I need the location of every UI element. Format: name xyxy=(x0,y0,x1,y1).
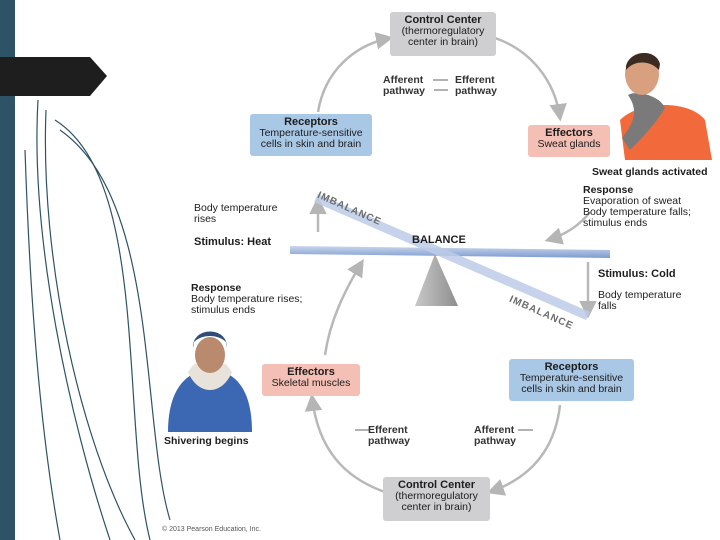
body-temp-falls-label: Body temperature falls xyxy=(598,290,681,312)
receptors-sub: Temperature-sensitive xyxy=(519,372,624,384)
effectors-box-bottom: Effectors Skeletal muscles xyxy=(262,364,360,396)
stimulus-heat-label: Stimulus: Heat xyxy=(194,236,272,248)
response-top: Response Evaporation of sweat Body tempe… xyxy=(583,185,691,229)
control-center-box-top: Control Center (thermoregulatory center … xyxy=(390,12,496,56)
receptors-sub: cells in skin and brain xyxy=(521,383,622,395)
body-temp-line: Body temperature xyxy=(598,289,682,301)
pathway-label: pathway xyxy=(383,85,426,97)
control-center-box-bottom: Control Center (thermoregulatory center … xyxy=(383,477,490,521)
response-line: Body temperature rises; xyxy=(191,293,303,305)
control-center-title: Control Center xyxy=(404,14,482,26)
cycle-arrows xyxy=(304,32,597,496)
response-line: Body temperature falls; xyxy=(583,206,691,218)
balance-label: BALANCE xyxy=(412,234,466,246)
response-title: Response xyxy=(191,282,242,294)
efferent-pathway-bottom: Efferent pathway xyxy=(368,425,410,447)
body-temp-line: Body temperature xyxy=(194,202,278,214)
body-temp-rises-label: Body temperature rises xyxy=(194,203,277,225)
effectors-title: Effectors xyxy=(287,366,335,378)
body-temp-line: rises xyxy=(194,213,217,225)
arrow-effectors-to-response xyxy=(323,259,364,356)
effectors-title: Effectors xyxy=(545,127,593,139)
pathway-label: pathway xyxy=(368,435,411,447)
efferent-pathway-top: Efferent pathway xyxy=(455,75,497,97)
receptors-title: Receptors xyxy=(284,116,338,128)
afferent-pathway-bottom: Afferent pathway xyxy=(474,425,516,447)
arrow-cc-to-effectors-bottom xyxy=(304,393,386,494)
arrow-response-to-balance xyxy=(544,211,591,245)
decorative-curves xyxy=(24,99,171,540)
sidebar-tab-shape xyxy=(0,57,107,96)
efferent-label: Efferent xyxy=(368,424,408,436)
control-center-title: Control Center xyxy=(398,479,475,491)
response-line: Evaporation of sweat xyxy=(583,195,682,207)
efferent-label: Efferent xyxy=(455,74,495,86)
control-center-sub: center in brain) xyxy=(401,501,472,513)
fulcrum xyxy=(415,254,458,306)
imbalance-beam-tilted xyxy=(314,194,590,320)
effectors-sub: Sweat glands xyxy=(537,138,601,150)
receptors-box-bottom: Receptors Temperature-sensitive cells in… xyxy=(509,359,634,401)
stimulus-cold-label: Stimulus: Cold xyxy=(598,268,676,280)
arrow-receptors-to-cc-top xyxy=(316,32,394,113)
pathway-lines xyxy=(355,79,533,431)
afferent-pathway-top: Afferent pathway xyxy=(383,75,425,97)
pathway-label: pathway xyxy=(474,435,517,447)
shivering-man-figure xyxy=(168,331,252,432)
copyright-notice: © 2013 Pearson Education, Inc. xyxy=(162,526,261,533)
effectors-sub: Skeletal muscles xyxy=(271,377,351,389)
control-center-sub: (thermoregulatory xyxy=(395,490,478,502)
response-bottom: Response Body temperature rises; stimulu… xyxy=(191,283,302,316)
sidebar-bar xyxy=(0,0,15,540)
arrow-receptors-to-cc-bottom xyxy=(486,404,562,496)
control-center-sub: center in brain) xyxy=(407,36,479,48)
response-title: Response xyxy=(583,184,634,196)
receptors-box-top: Receptors Temperature-sensitive cells in… xyxy=(250,114,372,156)
sweat-glands-caption: Sweat glands activated xyxy=(592,166,708,178)
receptors-sub: cells in skin and brain xyxy=(260,138,362,150)
receptors-title: Receptors xyxy=(544,361,599,373)
control-center-sub: (thermoregulatory xyxy=(401,25,485,37)
effectors-box-top: Effectors Sweat glands xyxy=(528,125,610,157)
arrow-cc-to-effectors-top xyxy=(494,36,567,122)
afferent-label: Afferent xyxy=(383,74,424,86)
pathway-label: pathway xyxy=(455,85,498,97)
receptors-sub: Temperature-sensitive xyxy=(259,127,363,139)
response-line: stimulus ends xyxy=(191,304,256,316)
shivering-caption: Shivering begins xyxy=(164,435,249,447)
response-line: stimulus ends xyxy=(583,217,648,229)
afferent-label: Afferent xyxy=(474,424,515,436)
sweating-man-figure xyxy=(620,52,712,160)
body-temp-line: falls xyxy=(598,300,617,312)
